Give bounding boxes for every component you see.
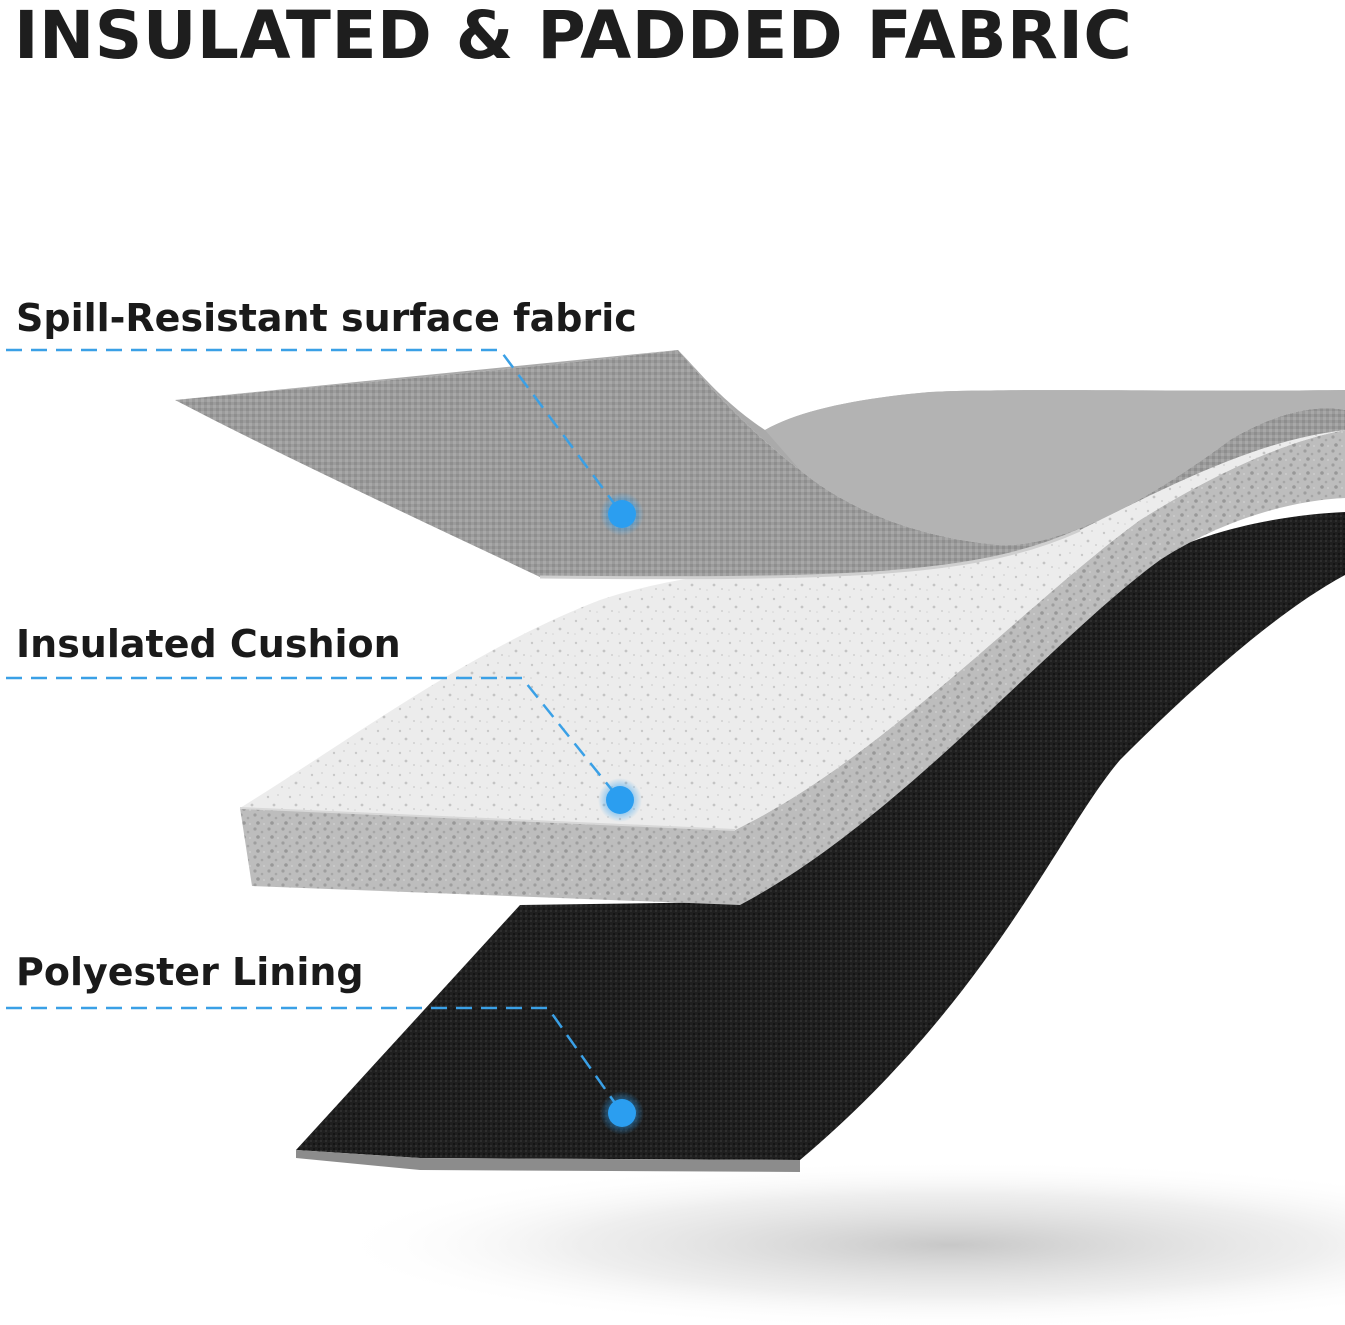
floor-shadow — [330, 1160, 1345, 1325]
lining-marker — [608, 1099, 636, 1127]
surface-fabric-layer — [175, 350, 1345, 580]
polyester-lining-label: Polyester Lining — [16, 950, 364, 994]
lining-callout-line — [6, 1006, 624, 1114]
cushion-marker — [606, 786, 634, 814]
headline: INSULATED & PADDED FABRIC — [14, 0, 1133, 74]
callout-lines — [6, 348, 624, 1114]
cushion-callout-line — [6, 676, 621, 801]
callout-markers — [598, 492, 644, 1135]
insulated-cushion-label: Insulated Cushion — [16, 622, 401, 666]
polyester-lining-layer — [296, 512, 1345, 1172]
surface-callout-line — [6, 348, 624, 515]
surface-fabric-label: Spill-Resistant surface fabric — [16, 296, 637, 340]
surface-marker — [608, 500, 636, 528]
